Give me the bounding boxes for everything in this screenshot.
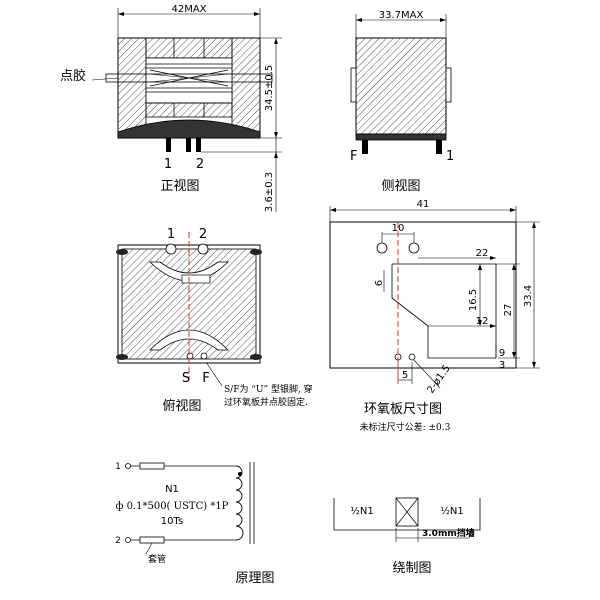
top-mark-f: F <box>202 371 209 386</box>
front-width-dim: 42MAX <box>171 4 206 15</box>
front-pin-1-label: 1 <box>164 157 172 172</box>
side-pin-f <box>362 140 368 154</box>
schem-pin-2: 2 <box>115 536 121 546</box>
board-dim-5: 5 <box>402 370 408 381</box>
front-pin-dim: 3.6±0.3 <box>264 172 275 212</box>
winding-left-label: ½N1 <box>350 505 374 517</box>
side-view: 33.7MAX F 1 侧视图 <box>350 10 454 194</box>
board-dim-165: 16.5 <box>468 289 479 311</box>
board-dim-6: 6 <box>374 280 385 286</box>
board-dim-12: 12 <box>476 316 489 327</box>
schem-spec: ф 0.1*500( USTC) *1P <box>116 501 229 512</box>
schematic-view: 1 2 N1 ф 0.1*500( USTC) *1P 10Ts 套管 原理图 <box>115 462 275 586</box>
top-note-line1: S/F为 “U” 型银脚, 穿 <box>224 383 313 395</box>
schem-turns: 10Ts <box>161 516 183 527</box>
side-view-caption: 侧视图 <box>381 179 420 194</box>
front-view: 42MAX 1 2 点 <box>60 4 282 212</box>
board-dim-22: 22 <box>476 248 489 259</box>
board-dim-334: 33.4 <box>523 285 534 307</box>
winding-wall: 3.0mm挡墙 <box>422 527 475 539</box>
front-pin-2-label: 2 <box>196 157 204 172</box>
winding-caption: 绕制图 <box>392 561 431 576</box>
schem-winding: N1 <box>165 484 179 495</box>
top-pin-2-label: 2 <box>199 227 207 242</box>
top-view: 1 2 S F S/F为 “U” 型银脚, 穿 过环氧板并点胶固定. 俯视图 <box>116 227 313 414</box>
side-pin-1 <box>436 140 442 154</box>
board-dim-3: 3 <box>499 360 505 371</box>
top-pin-1-label: 1 <box>167 227 175 242</box>
glue-label: 点胶 <box>60 68 86 84</box>
front-pin-1 <box>166 138 171 152</box>
board-view: 41 10 22 6 16.5 27 <box>329 199 540 433</box>
schematic-caption: 原理图 <box>235 571 274 586</box>
board-caption: 环氧板尺寸图 <box>364 402 442 417</box>
front-pin-2a <box>186 138 191 152</box>
board-dim-10: 10 <box>392 223 405 234</box>
top-mark-s: S <box>182 371 190 386</box>
front-pin-2b <box>196 138 201 152</box>
top-view-caption: 俯视图 <box>162 398 201 414</box>
front-height-dim: 34.5±0.5 <box>264 65 275 112</box>
side-pin-f-label: F <box>350 149 357 164</box>
winding-right-label: ½N1 <box>440 505 464 517</box>
schem-pin-1: 1 <box>115 462 121 472</box>
side-width-dim: 33.7MAX <box>379 10 424 21</box>
board-dim-41: 41 <box>417 199 430 210</box>
schem-sleeve: 套管 <box>148 553 166 565</box>
winding-view: ½N1 ½N1 3.0mm挡墙 绕制图 <box>333 497 481 576</box>
board-dim-9: 9 <box>499 348 505 359</box>
front-view-caption: 正视图 <box>160 179 199 194</box>
side-pin-1-label: 1 <box>446 149 454 164</box>
board-tolerance: 未标注尺寸公差: ±0.3 <box>360 421 451 433</box>
board-dim-27: 27 <box>503 304 514 317</box>
top-note-line2: 过环氧板并点胶固定. <box>224 396 308 408</box>
